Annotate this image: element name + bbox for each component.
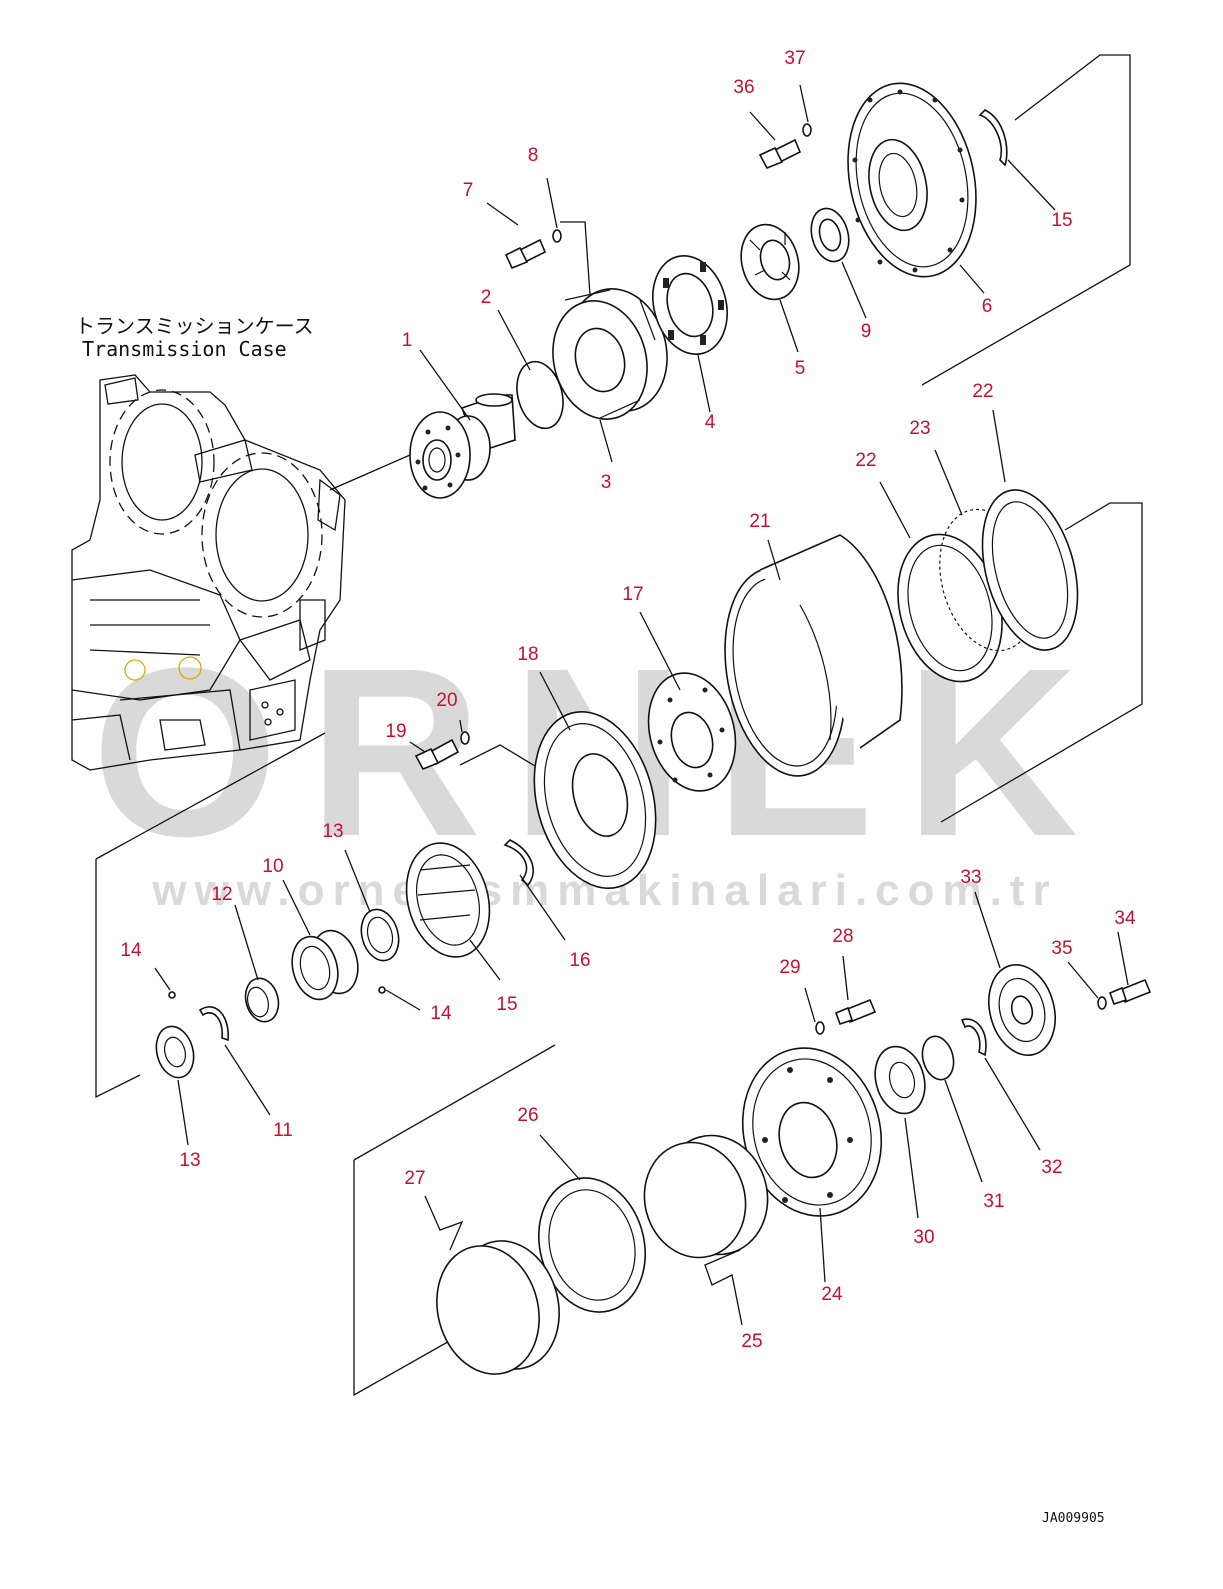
part-22-disc-right (981, 489, 1079, 651)
callout-25: 25 (741, 1331, 762, 1352)
part-10-clutch (291, 929, 359, 1001)
callout-31: 31 (983, 1191, 1004, 1212)
callout-36: 36 (733, 77, 754, 98)
part-28-bolt (834, 998, 877, 1026)
part-4-plate (652, 255, 728, 355)
callout-28: 28 (832, 926, 853, 947)
part-27-drum (436, 1240, 560, 1375)
leader-lines (154, 84, 1129, 1326)
part-16-snap-ring (503, 839, 534, 887)
part-6-cover (847, 82, 977, 278)
part-31-ring (921, 1035, 955, 1081)
callout-19: 19 (385, 721, 406, 742)
part-36-bolt (758, 138, 802, 170)
part-19-bolt (414, 738, 460, 771)
part-21-drum (724, 534, 903, 777)
part-17-carrier (647, 672, 737, 792)
callout-8: 8 (528, 145, 539, 166)
case-label-japanese: トランスミッションケース (75, 314, 314, 338)
callout-26: 26 (517, 1105, 538, 1126)
part-15-stator (405, 842, 491, 958)
callout-5: 5 (795, 358, 806, 379)
callout-16: 16 (569, 950, 590, 971)
drawing-code: JA009905 (1042, 1511, 1105, 1526)
callout-labels: 1 2 3 4 5 6 7 8 9 10 11 12 13 13 14 14 1… (120, 48, 1136, 1352)
part-34-bolt (1108, 978, 1152, 1006)
part-37-washer (802, 123, 812, 137)
callout-22-left: 22 (855, 450, 876, 471)
part-12-collar (244, 977, 280, 1023)
part-13-washer-lower (155, 1025, 195, 1079)
callout-27: 27 (404, 1168, 425, 1189)
group-frames (95, 54, 1143, 1397)
callout-14-right: 14 (430, 1003, 452, 1024)
callout-14-left: 14 (120, 940, 142, 961)
part-3-gear (552, 288, 668, 420)
callout-10: 10 (262, 856, 283, 877)
callout-15-upper: 15 (1051, 210, 1072, 231)
callout-17: 17 (622, 584, 643, 605)
case-label-english: Transmission Case (82, 337, 287, 361)
part-8-washer (552, 229, 562, 243)
callout-22-right: 22 (972, 381, 993, 402)
callout-29: 29 (779, 957, 800, 978)
callout-18: 18 (517, 644, 538, 665)
part-9-seal (810, 207, 850, 263)
callout-15-lower: 15 (496, 994, 517, 1015)
part-11-snap-ring (198, 1006, 229, 1042)
callout-7: 7 (463, 180, 474, 201)
callout-9: 9 (861, 321, 872, 342)
callout-20: 20 (436, 690, 457, 711)
part-26-piston (537, 1177, 647, 1313)
part-1-hub (409, 393, 516, 499)
callout-24: 24 (821, 1284, 843, 1305)
callout-30: 30 (913, 1227, 934, 1248)
part-24-housing (741, 1047, 883, 1217)
callout-34: 34 (1114, 908, 1136, 929)
callout-2: 2 (481, 287, 492, 308)
callout-33: 33 (960, 867, 981, 888)
callout-13-upper: 13 (322, 821, 343, 842)
part-5-bearing (740, 223, 800, 301)
part-2-snap-ring (516, 360, 564, 430)
part-7-bolt (504, 238, 547, 270)
part-14-ball-right (378, 986, 386, 994)
part-30-bearing (874, 1045, 926, 1115)
part-29-washer (815, 1021, 825, 1035)
part-33-flange (988, 964, 1056, 1056)
part-15-snap-ring-upper (978, 109, 1008, 167)
callout-37: 37 (784, 48, 805, 69)
callout-35: 35 (1051, 938, 1072, 959)
callout-3: 3 (601, 472, 612, 493)
callout-21: 21 (749, 511, 770, 532)
part-32-snap-ring (960, 1018, 987, 1057)
callout-32: 32 (1041, 1157, 1062, 1178)
transmission-case-drawing (71, 374, 346, 771)
part-18-turbine (533, 710, 657, 890)
callout-13-lower: 13 (179, 1150, 200, 1171)
callout-1: 1 (402, 330, 413, 351)
callout-4: 4 (705, 412, 716, 433)
part-13-race-upper (360, 908, 400, 962)
callout-12: 12 (211, 884, 232, 905)
part-20-washer (460, 731, 470, 745)
part-14-ball-left (168, 991, 176, 999)
callout-23: 23 (909, 418, 930, 439)
part-35-washer (1097, 996, 1107, 1010)
part-25-ring (643, 1134, 769, 1259)
callout-11: 11 (273, 1120, 293, 1141)
callout-6: 6 (982, 296, 993, 317)
